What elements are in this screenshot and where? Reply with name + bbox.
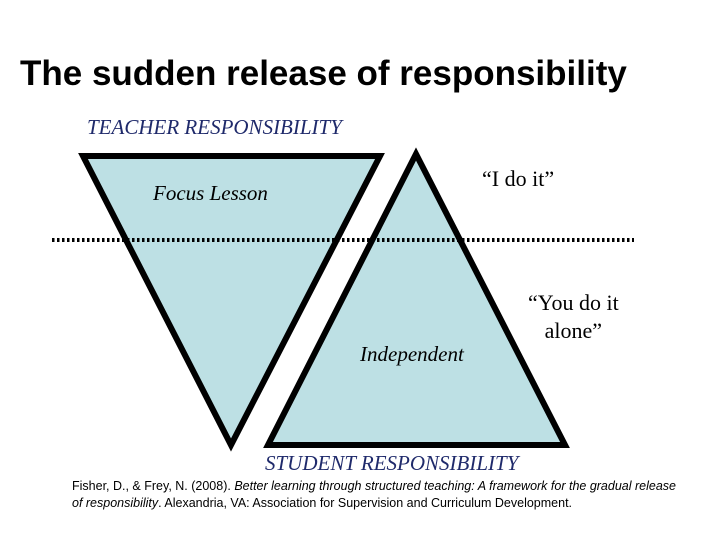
citation-authors: Fisher, D., & Frey, N. (2008).	[72, 479, 235, 493]
independent-label: Independent	[360, 342, 464, 366]
you-do-it-line1: “You do it	[528, 290, 619, 315]
page-title: The sudden release of responsibility	[20, 54, 627, 93]
teacher-responsibility-label: TEACHER RESPONSIBILITY	[87, 115, 342, 139]
citation: Fisher, D., & Frey, N. (2008). Better le…	[72, 478, 682, 512]
student-responsibility-label: STUDENT RESPONSIBILITY	[265, 451, 519, 475]
focus-lesson-label: Focus Lesson	[153, 181, 268, 205]
you-do-it-alone-label: “You do it alone”	[528, 289, 619, 345]
citation-work-title: Better learning through structured teach…	[72, 479, 676, 510]
focus-lesson-triangle	[78, 153, 385, 452]
i-do-it-label: “I do it”	[482, 166, 555, 191]
you-do-it-line2: alone”	[544, 318, 603, 343]
citation-publisher: . Alexandria, VA: Association for Superv…	[158, 496, 573, 510]
independent-triangle	[263, 147, 570, 448]
